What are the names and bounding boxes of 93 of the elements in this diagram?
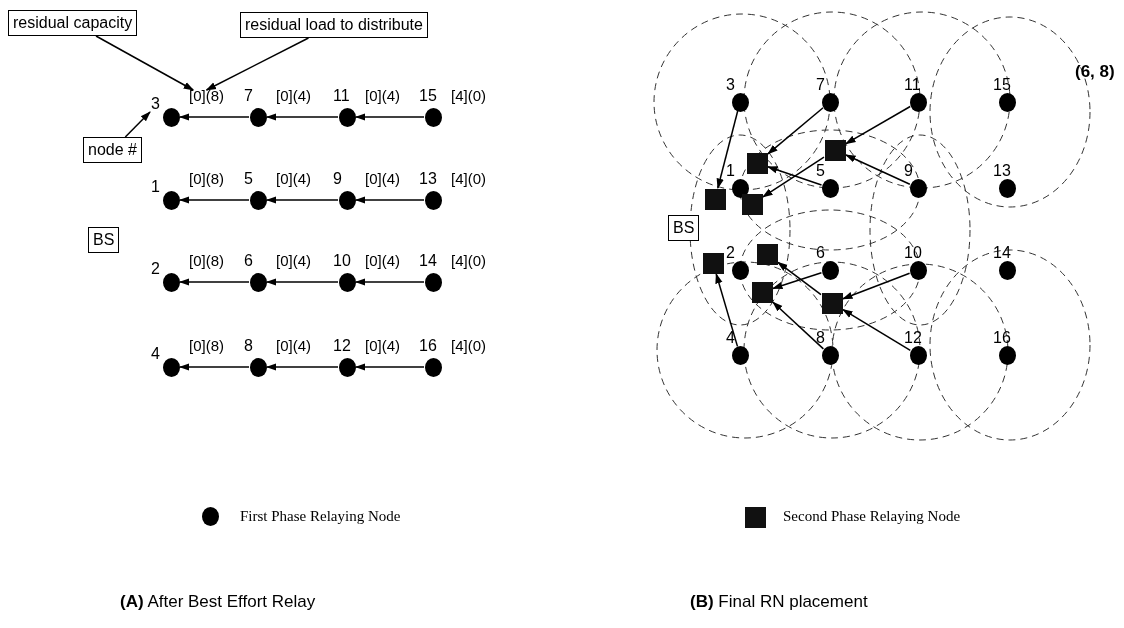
arrow [772,272,823,290]
arrow [354,196,425,204]
arrow [762,156,825,198]
callout-box: residual capacity [8,10,138,36]
arrow [178,196,250,204]
node-number: 3 [151,95,160,113]
node-number: 10 [333,252,351,270]
relay-square [757,244,778,265]
arrow [354,278,425,286]
arrow [265,363,339,371]
callout-box: residual load to distribute [240,12,428,38]
arrow [265,196,339,204]
node-number: 4 [151,345,160,363]
arrow [767,166,823,186]
arrow [842,272,911,300]
node-number: 9 [904,162,913,180]
arrow [715,273,739,348]
legend-text: Second Phase Relaying Node [783,508,961,525]
capacity-load-label: [0](4) [365,337,400,355]
capacity-load-label: [0](8) [189,252,224,270]
leader-line [95,35,195,91]
relay-square [752,282,773,303]
node-number: 6 [244,252,253,270]
node-number: 2 [151,260,160,278]
arrow [354,363,425,371]
capacity-load-label: [0](4) [276,170,311,188]
arrow [767,107,824,155]
relay-square [825,140,846,161]
node-number: 7 [244,87,253,105]
arrow [845,105,911,145]
panel-caption: (A) After Best Effort Relay [120,592,316,612]
node-number: 13 [419,170,437,188]
base-station-box: BS [88,227,120,253]
node-number: 14 [993,244,1011,262]
arrow [845,154,911,185]
node-number: 12 [333,337,351,355]
node-number: 16 [993,329,1011,347]
node-number: 5 [816,162,825,180]
node-number: 14 [419,252,437,270]
capacity-load-label: [0](4) [365,170,400,188]
capacity-load-label: [0](8) [189,170,224,188]
node-number: 1 [151,178,160,196]
node-number: 10 [904,244,922,262]
node-number: 11 [904,76,921,94]
relay-square [705,189,726,210]
capacity-load-label: [0](4) [276,337,311,355]
node-number: 16 [419,337,437,355]
node-number: 8 [816,329,825,347]
capacity-load-label: [0](8) [189,337,224,355]
arrow [354,113,425,121]
capacity-load-label: [4](0) [451,87,486,105]
capacity-load-label: [0](4) [365,87,400,105]
leader-line [205,37,310,91]
node-number: 15 [993,76,1011,94]
relay-square [747,153,768,174]
node-number: 8 [244,337,253,355]
node-number: 1 [726,162,735,180]
arrow [178,278,250,286]
callout-box: node # [83,137,142,163]
relay-square [703,253,724,274]
arrow [842,308,912,352]
panel-caption: (B) Final RN placement [690,592,868,612]
node-number: 11 [333,87,350,105]
node-number: 9 [333,170,342,188]
arrow [265,278,339,286]
legend-text: First Phase Relaying Node [240,508,401,525]
capacity-load-label: [4](0) [451,337,486,355]
node-number: 4 [726,329,735,347]
node-number: 15 [419,87,437,105]
node-number: 3 [726,76,735,94]
node-number: 12 [904,329,922,347]
capacity-load-label: [0](4) [365,252,400,270]
capacity-load-label: [0](4) [276,87,311,105]
base-station-box: BS [668,215,700,241]
leader-line [124,111,151,138]
arrow [178,363,250,371]
node-number: 13 [993,162,1011,180]
node-number: 6 [816,244,825,262]
node-number: 7 [816,76,825,94]
node-number: 2 [726,244,735,262]
capacity-load-label: [4](0) [451,252,486,270]
node-number: 5 [244,170,253,188]
relay-square [822,293,843,314]
capacity-load-label: [4](0) [451,170,486,188]
panel-annotation: (6, 8) [1075,62,1115,82]
capacity-load-label: [0](4) [276,252,311,270]
relay-square [742,194,763,215]
arrow [777,261,822,296]
arrow [716,109,739,189]
arrow [265,113,339,121]
arrow [772,301,825,350]
capacity-load-label: [0](8) [189,87,224,105]
arrow [178,113,250,121]
